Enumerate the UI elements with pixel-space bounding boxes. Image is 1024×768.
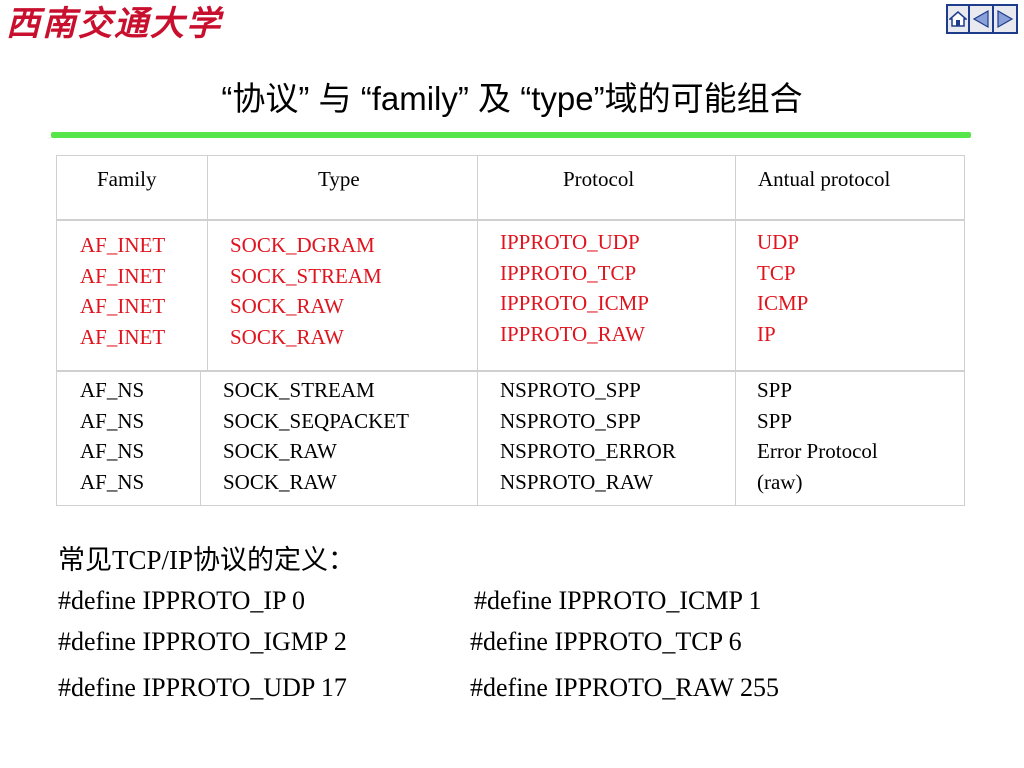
list-item: NSPROTO_SPP bbox=[500, 378, 641, 402]
triangle-right-icon bbox=[997, 9, 1014, 29]
list-item: IP bbox=[757, 321, 776, 346]
cell-actual: UDP TCP ICMP IP bbox=[735, 220, 965, 371]
list-item: (raw) bbox=[757, 469, 803, 494]
list-item: SOCK_RAW bbox=[230, 324, 344, 349]
list-item: SOCK_SEQPACKET bbox=[223, 408, 409, 433]
table-row: AF_NS AF_NS AF_NS AF_NS SOCK_STREAM SOCK… bbox=[56, 370, 965, 506]
list-item: AF_INET bbox=[80, 324, 166, 349]
title-type: type bbox=[531, 80, 594, 117]
header-protocol: Protocol bbox=[563, 167, 635, 191]
list-item: Error Protocol bbox=[757, 439, 878, 463]
define-line: #define IPPROTO_IP 0 bbox=[58, 586, 305, 615]
title-family: family bbox=[371, 80, 458, 117]
home-icon bbox=[949, 11, 967, 27]
define-line: #define IPPROTO_RAW 255 bbox=[470, 673, 779, 702]
cell-protocol: IPPROTO_UDP IPPROTO_TCP IPPROTO_ICMP IPP… bbox=[477, 220, 735, 371]
table-row: AF_INET AF_INET AF_INET AF_INET SOCK_DGR… bbox=[56, 219, 965, 372]
list-item: SOCK_RAW bbox=[223, 469, 337, 494]
list-item: SOCK_STREAM bbox=[223, 378, 375, 402]
cell-type: SOCK_DGRAM SOCK_STREAM SOCK_RAW SOCK_RAW bbox=[207, 220, 477, 371]
list-item: ICMP bbox=[757, 291, 809, 315]
actual-list: UDP TCP ICMP IP bbox=[757, 227, 808, 349]
list-item: AF_INET bbox=[80, 294, 166, 318]
list-item: AF_NS bbox=[80, 408, 145, 433]
home-button[interactable] bbox=[946, 4, 970, 34]
list-item: IPPROTO_TCP bbox=[500, 260, 637, 285]
header-cell-actual: Antual protocol bbox=[735, 156, 965, 220]
university-logo: 西南交通大学 bbox=[6, 4, 222, 44]
header-cell-protocol: Protocol bbox=[477, 156, 735, 220]
protocol-table: Family Type Protocol Antual protocol AF_… bbox=[56, 155, 965, 506]
list-item: NSPROTO_SPP bbox=[500, 408, 641, 433]
define-line: #define IPPROTO_TCP 6 bbox=[470, 627, 742, 656]
title-underline bbox=[51, 132, 971, 138]
family-list: AF_INET AF_INET AF_INET AF_INET bbox=[80, 230, 165, 352]
list-item: IPPROTO_ICMP bbox=[500, 291, 649, 315]
type-list: SOCK_DGRAM SOCK_STREAM SOCK_RAW SOCK_RAW bbox=[230, 230, 382, 352]
family-list: AF_NS AF_NS AF_NS AF_NS bbox=[80, 375, 144, 497]
list-item: SOCK_RAW bbox=[230, 294, 344, 318]
triangle-left-icon bbox=[972, 9, 989, 29]
title-suffix: ”域的可能组合 bbox=[593, 80, 803, 117]
slide-title: “协议” 与 “family” 及 “type”域的可能组合 bbox=[0, 72, 1024, 120]
list-item: SPP bbox=[757, 378, 793, 402]
title-mid: ” 及 “ bbox=[457, 80, 532, 117]
list-item: NSPROTO_ERROR bbox=[500, 439, 676, 463]
list-item: SPP bbox=[757, 408, 793, 433]
list-item: AF_INET bbox=[80, 263, 166, 288]
header-cell-family: Family bbox=[56, 156, 207, 220]
protocol-list: IPPROTO_UDP IPPROTO_TCP IPPROTO_ICMP IPP… bbox=[500, 227, 649, 349]
list-item: SOCK_DGRAM bbox=[230, 233, 375, 257]
header-cell-type: Type bbox=[207, 156, 477, 220]
definitions-heading: 常见TCP/IP协议的定义： bbox=[58, 545, 356, 575]
cell-actual: SPP SPP Error Protocol (raw) bbox=[735, 371, 965, 505]
protocol-list: NSPROTO_SPP NSPROTO_SPP NSPROTO_ERROR NS… bbox=[500, 375, 676, 497]
define-line: #define IPPROTO_ICMP 1 bbox=[474, 586, 762, 615]
type-list: SOCK_STREAM SOCK_SEQPACKET SOCK_RAW SOCK… bbox=[223, 375, 409, 497]
table-header-row: Family Type Protocol Antual protocol bbox=[56, 155, 965, 221]
list-item: SOCK_RAW bbox=[223, 439, 337, 463]
list-item: IPPROTO_RAW bbox=[500, 321, 645, 346]
list-item: NSPROTO_RAW bbox=[500, 469, 654, 494]
list-item: UDP bbox=[757, 230, 800, 254]
slide-navigation bbox=[946, 4, 1018, 34]
cell-protocol: NSPROTO_SPP NSPROTO_SPP NSPROTO_ERROR NS… bbox=[477, 371, 735, 505]
previous-slide-button[interactable] bbox=[970, 4, 994, 34]
header-family: Family bbox=[97, 167, 157, 191]
list-item: AF_INET bbox=[80, 233, 166, 257]
list-item: AF_NS bbox=[80, 378, 145, 402]
list-item: TCP bbox=[757, 260, 796, 285]
next-slide-button[interactable] bbox=[994, 4, 1018, 34]
actual-list: SPP SPP Error Protocol (raw) bbox=[757, 375, 878, 497]
title-prefix: “协议” 与 “ bbox=[221, 80, 372, 117]
list-item: IPPROTO_UDP bbox=[500, 230, 640, 254]
list-item: AF_NS bbox=[80, 469, 145, 494]
define-line: #define IPPROTO_UDP 17 bbox=[58, 673, 347, 702]
logo-text: 西南交通大学 bbox=[6, 4, 222, 44]
cell-family: AF_NS AF_NS AF_NS AF_NS bbox=[56, 371, 200, 505]
define-line: #define IPPROTO_IGMP 2 bbox=[58, 627, 347, 656]
cell-family: AF_INET AF_INET AF_INET AF_INET bbox=[56, 220, 207, 371]
cell-type: SOCK_STREAM SOCK_SEQPACKET SOCK_RAW SOCK… bbox=[200, 371, 477, 505]
list-item: AF_NS bbox=[80, 439, 145, 463]
list-item: SOCK_STREAM bbox=[230, 263, 382, 288]
header-actual: Antual protocol bbox=[758, 167, 891, 191]
header-type: Type bbox=[318, 167, 360, 191]
